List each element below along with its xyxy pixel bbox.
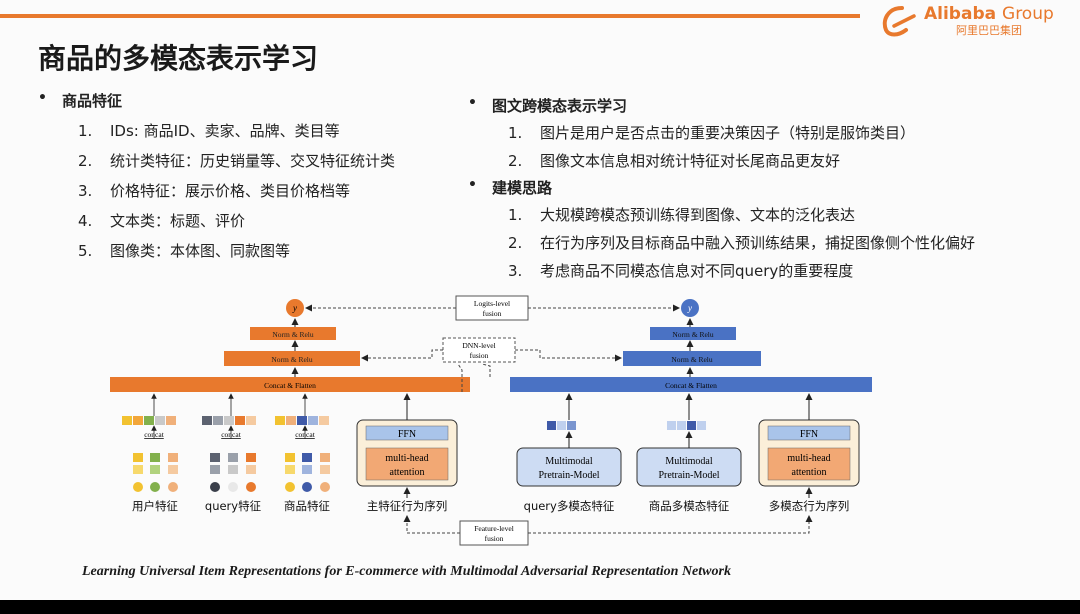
multimodal-sequence-attention-block: FFN multi-head attention xyxy=(758,393,860,498)
label-query-features: query特征 xyxy=(205,499,262,513)
norm-relu-right-1 xyxy=(650,327,736,340)
bullet-icon: • xyxy=(38,90,47,106)
bullet-icon: • xyxy=(468,95,477,111)
y-label: y xyxy=(687,303,692,313)
dnn-fusion-box xyxy=(442,337,516,363)
svg-text:Feature-level: Feature-level xyxy=(474,524,514,533)
svg-text:concat: concat xyxy=(295,430,315,439)
svg-text:Multimodal: Multimodal xyxy=(665,456,712,467)
concat-flatten-left xyxy=(110,377,470,392)
svg-text:Concat & Flatten: Concat & Flatten xyxy=(665,381,717,390)
architecture-diagram: y y Logits-level fusion Norm & Relu Norm… xyxy=(110,295,872,546)
svg-text:Pretrain-Model: Pretrain-Model xyxy=(658,470,719,481)
output-y-right xyxy=(681,299,699,317)
norm-relu-left-2 xyxy=(224,351,360,366)
list-item: 1.图片是用户是否点击的重要决策因子（特别是服饰类目） xyxy=(508,124,916,142)
alibaba-logo: Alibaba Group 阿里巴巴集团 xyxy=(880,2,1070,42)
svg-text:Norm & Relu: Norm & Relu xyxy=(672,330,713,339)
output-y-left xyxy=(286,299,304,317)
svg-text:concat: concat xyxy=(144,430,164,439)
svg-text:FFN: FFN xyxy=(800,429,818,440)
svg-text:attention: attention xyxy=(390,467,425,478)
svg-text:attention: attention xyxy=(792,467,827,478)
label-user-features: 用户特征 xyxy=(132,499,178,513)
svg-text:FFN: FFN xyxy=(398,429,416,440)
section-heading: • 商品特征 xyxy=(38,90,438,111)
list-item: 2.图像文本信息相对统计特征对长尾商品更友好 xyxy=(508,152,841,170)
label-main-sequence: 主特征行为序列 xyxy=(367,499,448,513)
svg-text:Multimodal: Multimodal xyxy=(545,456,592,467)
list-item: 3.价格特征：展示价格、类目价格档等 xyxy=(78,182,351,200)
svg-text:concat: concat xyxy=(221,430,241,439)
norm-relu-left-1 xyxy=(250,327,336,340)
svg-text:Norm & Relu: Norm & Relu xyxy=(271,355,312,364)
label-item-multimodal: 商品多模态特征 xyxy=(649,499,730,513)
list-item: 1.大规模跨模态预训练得到图像、文本的泛化表达 xyxy=(508,206,856,224)
concat-flatten-right xyxy=(510,377,872,392)
query-feature-group: concat xyxy=(202,416,256,492)
alibaba-logo-icon xyxy=(882,6,916,37)
svg-text:fusion: fusion xyxy=(470,351,489,360)
logits-fusion-box xyxy=(455,295,529,321)
svg-text:DNN-level: DNN-level xyxy=(462,341,495,350)
section-heading: • 图文跨模态表示学习 xyxy=(468,95,628,115)
svg-text:Norm & Relu: Norm & Relu xyxy=(272,330,313,339)
svg-text:Concat & Flatten: Concat & Flatten xyxy=(264,381,316,390)
list-item: 4.文本类：标题、评价 xyxy=(78,212,246,230)
label-multimodal-sequence: 多模态行为序列 xyxy=(769,499,850,513)
brand-name: Alibaba Group xyxy=(924,4,1054,24)
slide: Alibaba Group 阿里巴巴集团 商品的多模态表示学习 • 商品特征 1… xyxy=(0,0,1080,600)
section-heading: • 建模思路 xyxy=(468,177,553,197)
svg-text:Pretrain-Model: Pretrain-Model xyxy=(538,470,599,481)
list-item: 2.在行为序列及目标商品中融入预训练结果，捕捉图像侧个性化偏好 xyxy=(508,234,976,252)
item-pretrain-block: Multimodal Pretrain-Model xyxy=(636,393,742,487)
svg-text:fusion: fusion xyxy=(485,534,504,543)
brand-name-cn: 阿里巴巴集团 xyxy=(956,24,1022,37)
product-features-section: • 商品特征 1.IDs: 商品ID、卖家、品牌、类目等 2.统计类特征：历史销… xyxy=(38,90,438,261)
top-accent-bar xyxy=(0,14,860,18)
svg-text:Norm & Relu: Norm & Relu xyxy=(671,355,712,364)
svg-text:multi-head: multi-head xyxy=(385,453,428,464)
list-item: 2.统计类特征：历史销量等、交叉特征统计类 xyxy=(78,152,396,170)
list-item: 3.考虑商品不同模态信息对不同query的重要程度 xyxy=(508,262,854,280)
page-title: 商品的多模态表示学习 xyxy=(38,42,319,75)
svg-text:fusion: fusion xyxy=(483,309,502,318)
heading-text: 商品特征 xyxy=(62,92,123,110)
norm-relu-right-2 xyxy=(623,351,761,366)
user-feature-group: concat xyxy=(122,416,178,492)
item-feature-group: concat xyxy=(275,416,330,492)
paper-citation: Learning Universal Item Representations … xyxy=(82,564,731,579)
y-label: y xyxy=(292,303,297,313)
svg-text:multi-head: multi-head xyxy=(787,453,830,464)
label-query-multimodal: query多模态特征 xyxy=(524,499,615,513)
svg-text:Logits-level: Logits-level xyxy=(474,299,510,308)
label-item-features: 商品特征 xyxy=(284,499,330,513)
list-item: 1.IDs: 商品ID、卖家、品牌、类目等 xyxy=(78,122,340,140)
modeling-section: • 图文跨模态表示学习 1.图片是用户是否点击的重要决策因子（特别是服饰类目） … xyxy=(468,95,1068,281)
list-item: 5.图像类：本体图、同款图等 xyxy=(78,242,291,260)
feature-fusion-box xyxy=(459,520,529,546)
main-sequence-attention-block: FFN multi-head attention xyxy=(356,393,458,498)
query-pretrain-block: Multimodal Pretrain-Model xyxy=(516,393,622,487)
bullet-icon: • xyxy=(468,177,477,193)
